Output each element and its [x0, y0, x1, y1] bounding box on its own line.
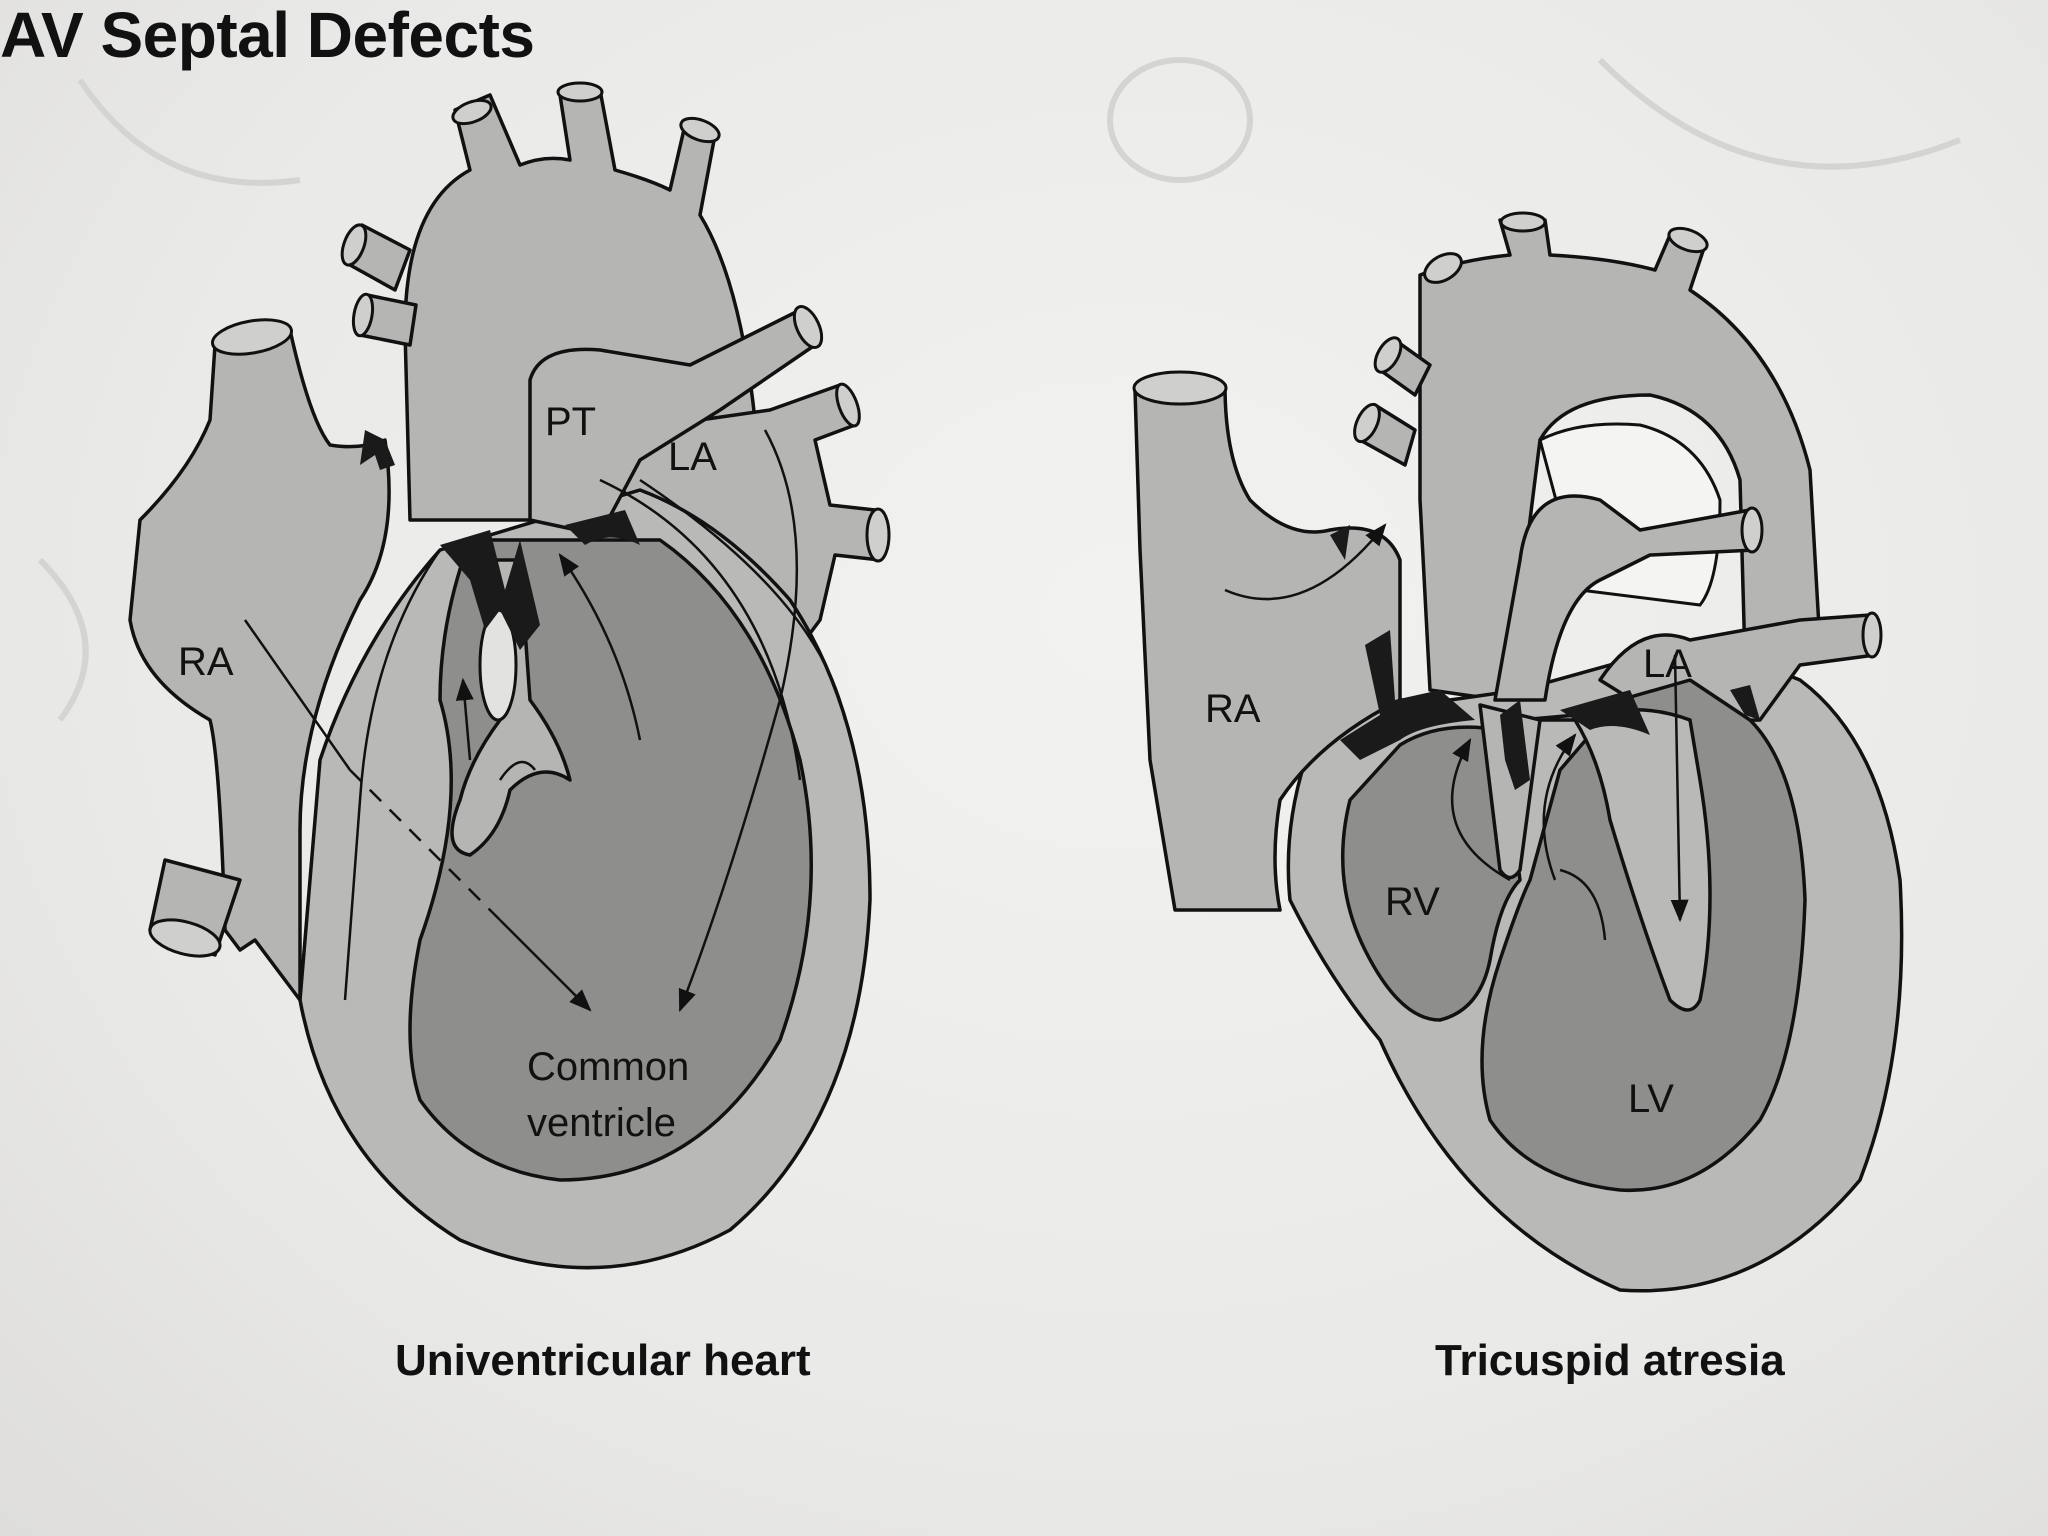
- label-common: Common: [527, 1045, 689, 1089]
- label-ventricle: ventricle: [527, 1101, 676, 1145]
- label-rv: RV: [1385, 880, 1440, 924]
- label-pt: PT: [545, 400, 596, 444]
- right-ventricle: [1341, 725, 1522, 1022]
- left-ventricle: [1480, 678, 1807, 1193]
- flow-arrows: [1224, 523, 1689, 941]
- univentricular-heart: PT LA RA Common ventricle Univentricular…: [128, 81, 891, 1385]
- caption-tricuspid-atresia: Tricuspid atresia: [1435, 1336, 1785, 1385]
- valve-leaflets: [360, 430, 640, 650]
- label-la: LA: [1643, 642, 1692, 686]
- aorta: [1353, 211, 1822, 702]
- right-atrium: [1132, 370, 1402, 912]
- valve-leaflets: [1330, 525, 1760, 790]
- tricuspid-atresia: RA LA RV LV Tricuspid atresia: [1132, 211, 1904, 1385]
- pulmonary-trunk: [528, 308, 817, 537]
- right-atrium: [128, 318, 391, 1002]
- label-ra: RA: [178, 640, 234, 684]
- label-la: LA: [668, 435, 717, 479]
- label-lv: LV: [1628, 1077, 1674, 1121]
- background-ghost-marks: [37, 57, 1962, 722]
- page-title: AV Septal Defects: [0, 0, 535, 71]
- caption-univentricular-heart: Univentricular heart: [395, 1336, 811, 1385]
- left-atrium: [608, 382, 891, 702]
- label-ra: RA: [1205, 687, 1261, 731]
- flow-arrows: [243, 429, 847, 1013]
- septal-remnant: [450, 558, 572, 857]
